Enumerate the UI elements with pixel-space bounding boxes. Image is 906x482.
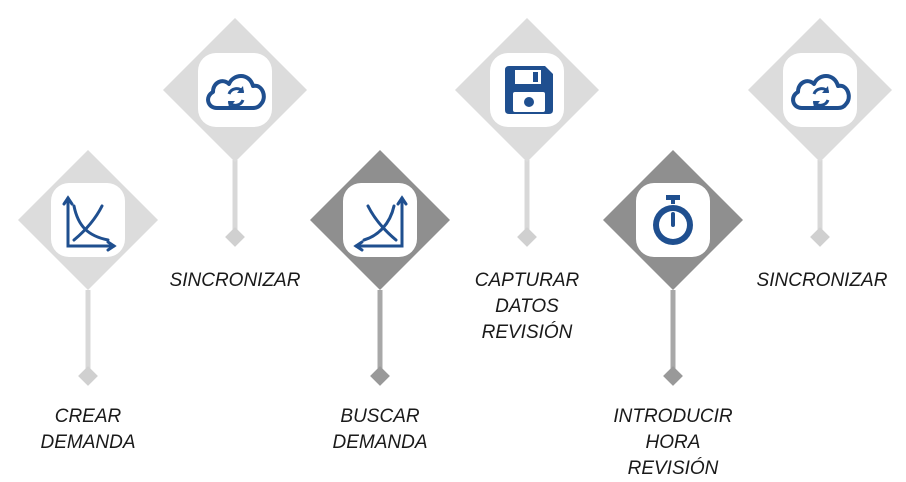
step-4-capturar-datos-revision: [455, 18, 599, 247]
step-5-label-line-2: HORA: [645, 432, 701, 453]
step-3-label-line-1: BUSCAR: [340, 406, 420, 427]
step-6-label-line-1: SINCRONIZAR: [756, 270, 888, 291]
step-6-label: SINCRONIZAR: [742, 268, 902, 294]
step-3-label: BUSCAR DEMANDA: [320, 404, 440, 456]
step-5-marker: [663, 366, 683, 386]
step-5-label-line-1: INTRODUCIR: [613, 406, 733, 427]
step-5-stopwatch-icon: [653, 195, 693, 245]
step-4-label-line-1: CAPTURAR: [474, 270, 580, 291]
step-3-marker: [370, 366, 390, 386]
step-1-marker: [78, 366, 98, 386]
step-1-label-line-1: CREAR: [54, 406, 122, 427]
step-3-chart-curves-icon: [353, 195, 408, 252]
step-2-marker: [225, 227, 245, 247]
step-3-label-line-2: DEMANDA: [332, 432, 428, 453]
step-1-label: CREAR DEMANDA: [28, 404, 148, 456]
step-4-label-line-2: DATOS: [495, 296, 559, 317]
step-1-chart-curves-icon: [62, 195, 117, 252]
step-4-label: CAPTURAR DATOS REVISIÓN: [462, 268, 592, 346]
step-1-crear-demanda: [18, 150, 158, 386]
step-6-marker: [810, 227, 830, 247]
step-2-sincronizar: [163, 18, 307, 247]
step-5-introducir-hora-revision: [603, 150, 743, 386]
step-3-buscar-demanda: [310, 150, 450, 386]
step-2-cloud-sync-icon: [206, 74, 266, 110]
connector-joints: [158, 160, 196, 220]
step-5-label: INTRODUCIR HORA REVISIÓN: [598, 404, 748, 482]
step-4-floppy-disk-icon: [505, 66, 553, 114]
step-5-label-line-3: REVISIÓN: [627, 458, 719, 479]
step-4-label-line-3: REVISIÓN: [481, 322, 573, 343]
step-1-label-line-2: DEMANDA: [40, 432, 136, 453]
step-6-cloud-sync-icon: [791, 74, 851, 110]
step-2-label-line-1: SINCRONIZAR: [169, 270, 301, 291]
step-2-label: SINCRONIZAR: [150, 268, 320, 294]
step-6-sincronizar: [748, 18, 892, 247]
step-4-marker: [517, 227, 537, 247]
